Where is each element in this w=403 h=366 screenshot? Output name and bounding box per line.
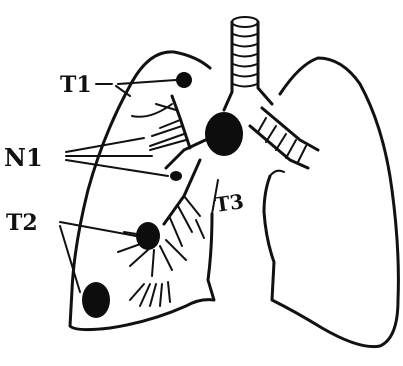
t1-label: T1 — [60, 72, 92, 98]
n1-node — [170, 171, 182, 181]
t2-mass — [136, 222, 160, 250]
left-main-bronchus — [250, 108, 318, 168]
left-lung-outline — [264, 58, 398, 347]
t3-mass — [205, 112, 243, 156]
trachea — [224, 17, 272, 110]
t1-mass — [176, 72, 192, 88]
t2-label: T2 — [6, 210, 38, 236]
peripheral-mass — [82, 282, 110, 318]
n1-label: N1 — [4, 143, 43, 172]
bronchial-tree — [118, 96, 214, 306]
t3-label: T3 — [213, 189, 245, 217]
